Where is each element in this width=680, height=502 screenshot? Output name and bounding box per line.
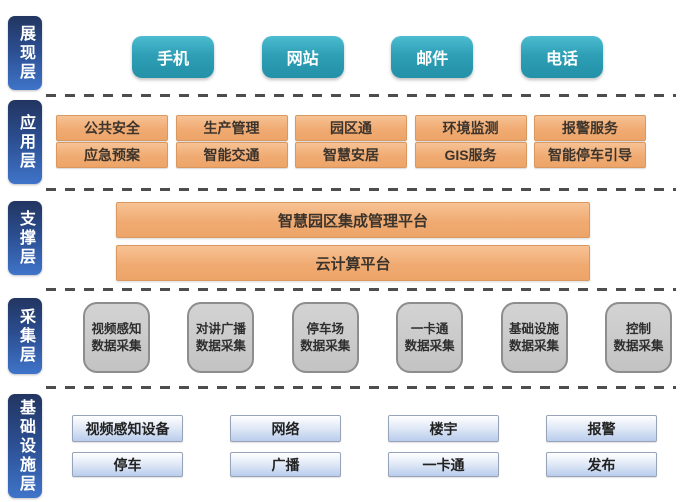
app-alarm-service: 报警服务 xyxy=(534,115,646,141)
collect-label-line: 数据采集 xyxy=(300,338,351,353)
app-gis-service: GIS服务 xyxy=(414,142,527,168)
infra-onecard: 一卡通 xyxy=(388,452,499,477)
collect-label-line: 视频感知 xyxy=(91,322,142,337)
app-smart-living: 智慧安居 xyxy=(295,142,407,168)
collect-label-line: 控制 xyxy=(625,322,651,337)
collect-label-line: 对讲广播 xyxy=(195,322,246,337)
platform-cloud-computing: 云计算平台 xyxy=(116,245,590,281)
collect-label-line: 数据采集 xyxy=(91,338,142,353)
collect-label-line: 一卡通 xyxy=(410,322,449,337)
app-smart-parking: 智能停车引导 xyxy=(534,142,646,168)
separator-line xyxy=(46,288,676,291)
infra-building: 楼宇 xyxy=(388,415,499,442)
layer-label-infrastructure: 基础设施层 xyxy=(8,394,42,498)
app-smart-traffic: 智能交通 xyxy=(175,142,288,168)
infra-video-devices: 视频感知设备 xyxy=(72,415,183,442)
application-row-2: 应急预案 智能交通 智慧安居 GIS服务 智能停车引导 xyxy=(56,142,646,168)
infra-parking: 停车 xyxy=(72,452,183,477)
channel-website: 网站 xyxy=(261,36,344,78)
channel-phone: 电话 xyxy=(520,36,603,78)
separator-line xyxy=(46,94,676,97)
collect-label-line: 数据采集 xyxy=(195,338,246,353)
collect-video: 视频感知 数据采集 xyxy=(83,302,150,373)
presentation-row: 手机 网站 邮件 电话 xyxy=(132,36,603,78)
collect-intercom: 对讲广播 数据采集 xyxy=(187,302,255,373)
infra-publish: 发布 xyxy=(546,452,657,477)
app-production-mgmt: 生产管理 xyxy=(175,115,288,141)
layer-label-application: 应用层 xyxy=(8,100,42,184)
collect-label-line: 数据采集 xyxy=(613,338,664,353)
separator-line xyxy=(46,188,676,191)
collect-label-line: 数据采集 xyxy=(404,338,455,353)
collect-label-line: 基础设施 xyxy=(509,322,560,337)
app-emergency-plan: 应急预案 xyxy=(56,142,168,168)
collection-row: 视频感知 数据采集 对讲广播 数据采集 停车场 数据采集 一卡通 数据采集 基础… xyxy=(83,302,672,373)
collect-control: 控制 数据采集 xyxy=(604,302,672,373)
channel-email: 邮件 xyxy=(391,36,474,78)
app-park-portal: 园区通 xyxy=(295,115,407,141)
platform-integrated-mgmt: 智慧园区集成管理平台 xyxy=(116,202,590,238)
infra-alarm: 报警 xyxy=(546,415,657,442)
infra-broadcast: 广播 xyxy=(230,452,341,477)
collect-label-line: 停车场 xyxy=(306,322,345,337)
collect-label-line: 数据采集 xyxy=(509,338,560,353)
collect-infrastructure: 基础设施 数据采集 xyxy=(500,302,568,373)
app-public-safety: 公共安全 xyxy=(56,115,168,141)
separator-line xyxy=(46,386,676,389)
layer-label-presentation: 展现层 xyxy=(8,16,42,90)
collect-onecard: 一卡通 数据采集 xyxy=(396,302,464,373)
collect-parking: 停车场 数据采集 xyxy=(291,302,359,373)
infra-network: 网络 xyxy=(230,415,341,442)
layer-label-collection: 采集层 xyxy=(8,298,42,374)
app-env-monitoring: 环境监测 xyxy=(414,115,527,141)
application-row-1: 公共安全 生产管理 园区通 环境监测 报警服务 xyxy=(56,115,646,141)
infrastructure-row-2: 停车 广播 一卡通 发布 xyxy=(72,452,657,477)
channel-mobile: 手机 xyxy=(132,36,214,78)
infrastructure-row-1: 视频感知设备 网络 楼宇 报警 xyxy=(72,415,657,442)
layer-label-support: 支撑层 xyxy=(8,201,42,275)
